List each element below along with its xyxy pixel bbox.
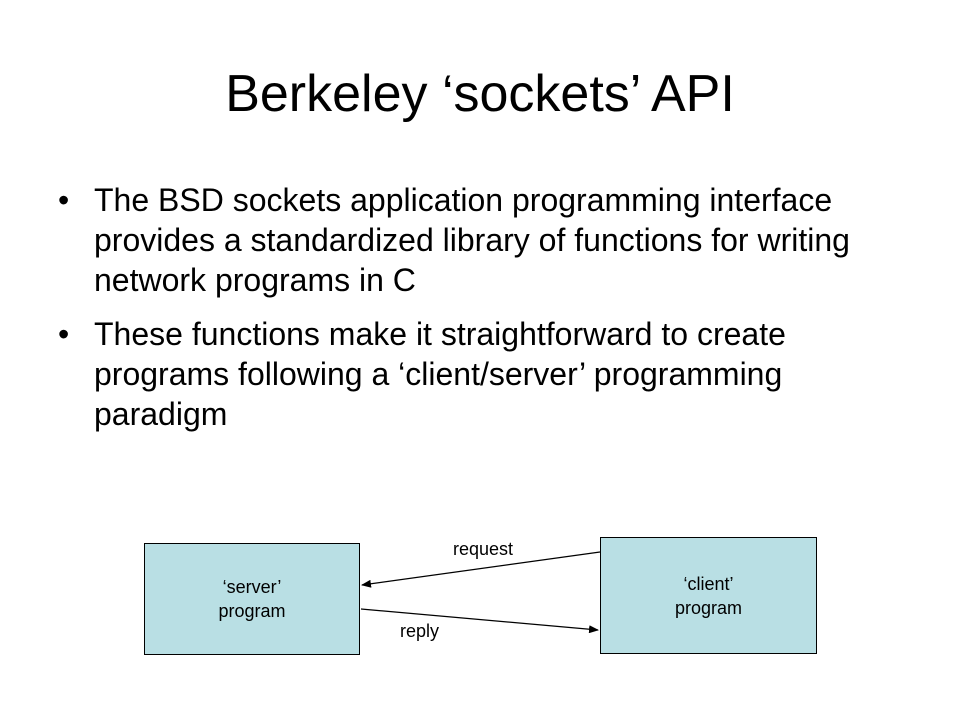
- server-program-box: ‘server’ program: [144, 543, 360, 655]
- bullet-text: These functions make it straightforward …: [94, 316, 786, 432]
- bullet-dot-icon: •: [58, 182, 70, 218]
- bullet-text: The BSD sockets application programming …: [94, 182, 850, 298]
- server-label: ‘server’: [222, 577, 282, 597]
- slide-title: Berkeley ‘sockets’ API: [225, 65, 735, 123]
- bullet-dot-icon: •: [58, 316, 70, 352]
- client-label: ‘client’: [683, 573, 734, 594]
- client-program-box: ‘client’ program: [600, 537, 817, 654]
- reply-label: reply: [400, 621, 440, 641]
- reply-arrow: [360, 608, 599, 634]
- server-sublabel: program: [218, 601, 286, 621]
- bullet-item: • The BSD sockets application programmin…: [58, 180, 918, 300]
- request-label: request: [453, 539, 514, 559]
- client-sublabel: program: [674, 597, 743, 618]
- bullet-list: • The BSD sockets application programmin…: [58, 180, 918, 448]
- bullet-item: • These functions make it straightforwar…: [58, 314, 918, 434]
